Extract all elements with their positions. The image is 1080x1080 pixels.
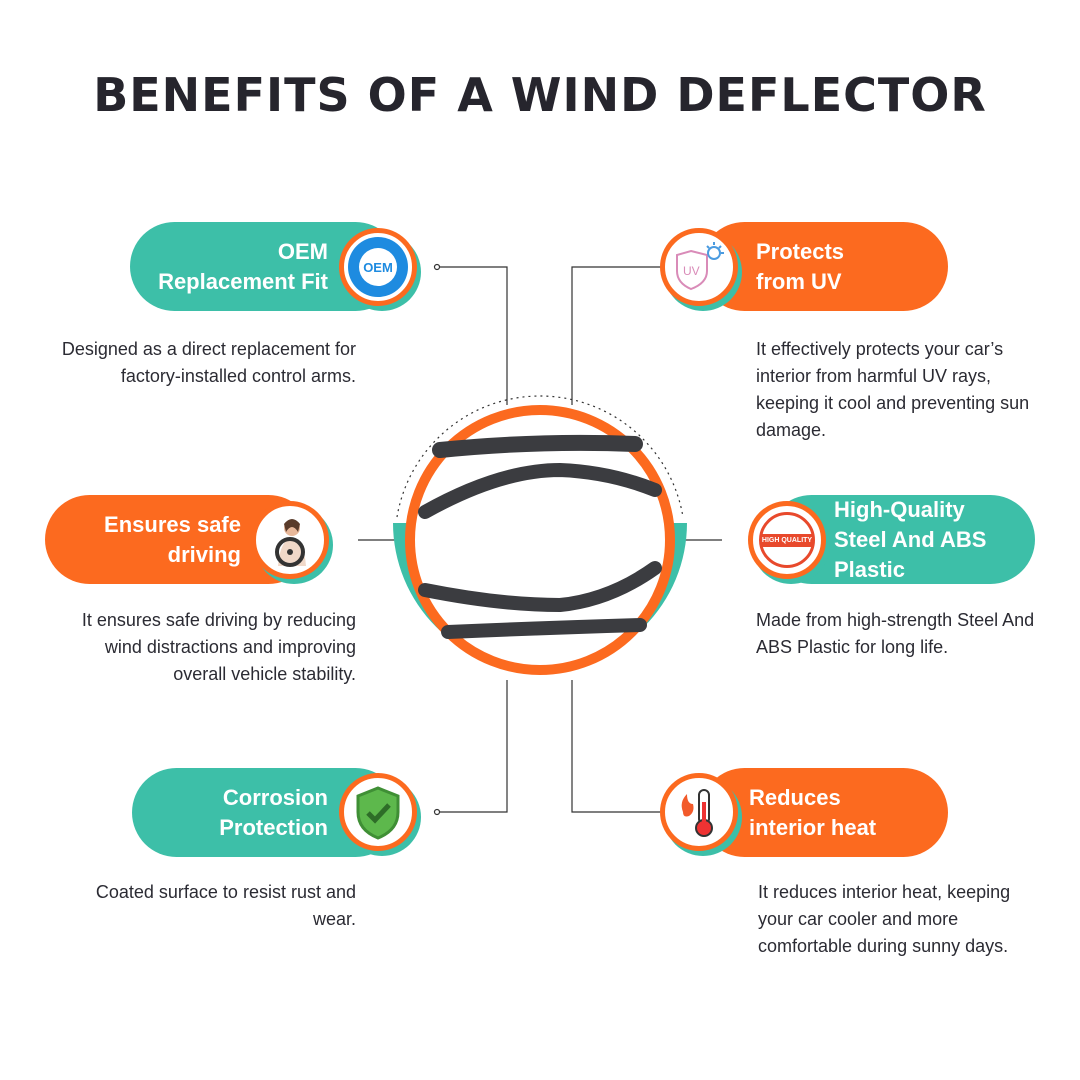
connector-oem: [437, 266, 508, 405]
connector-uv: [571, 266, 668, 405]
feature-uv-pill: Protects from UV: [700, 222, 948, 311]
feature-title: High-Quality: [834, 496, 965, 522]
dotted-arc: [396, 395, 684, 518]
svg-text:UV: UV: [683, 264, 700, 278]
connector-heat: [571, 680, 668, 813]
driver-steering-wheel-icon: [251, 501, 329, 579]
oem-badge-icon: OEM: [339, 228, 417, 306]
feature-title: Protects: [756, 238, 845, 264]
high-quality-stamp-icon: HIGH QUALITY: [748, 501, 826, 579]
feature-oem-description: Designed as a direct replacement for fac…: [61, 339, 356, 386]
shield-check-icon: [339, 773, 417, 851]
feature-title: Corrosion: [222, 784, 328, 810]
feature-title: interior heat: [749, 814, 877, 840]
page-title: BENEFITS OF A WIND DEFLECTOR: [93, 68, 987, 122]
feature-title: Steel And ABS: [834, 526, 987, 552]
feature-title: Plastic: [834, 556, 905, 582]
feature-title: OEM: [277, 238, 328, 264]
feature-title: Protection: [219, 814, 328, 840]
feature-title: from UV: [756, 268, 842, 294]
feature-title: Replacement Fit: [158, 268, 328, 294]
feature-uv-description: It effectively protects your car’s inter…: [756, 339, 1030, 440]
feature-heat-description: It reduces interior heat, keeping your c…: [758, 882, 1011, 956]
connector-corrosion: [437, 680, 508, 813]
feature-title: Reduces: [749, 784, 841, 810]
connector-lines: [358, 266, 722, 813]
feature-title: Ensures safe: [104, 511, 241, 537]
feature-safe-driving-description: It ensures safe driving by reducing wind…: [81, 610, 356, 684]
feature-quality-description: Made from high-strength Steel And ABS Pl…: [756, 610, 1035, 657]
wind-deflector-image: [418, 434, 662, 639]
feature-corrosion-description: Coated surface to resist rust and wear.: [95, 882, 356, 929]
uv-shield-icon: UV: [660, 228, 738, 306]
feature-heat-pill: Reduces interior heat: [700, 768, 948, 857]
feature-title: driving: [167, 541, 241, 567]
thermometer-fire-icon: [660, 773, 738, 851]
